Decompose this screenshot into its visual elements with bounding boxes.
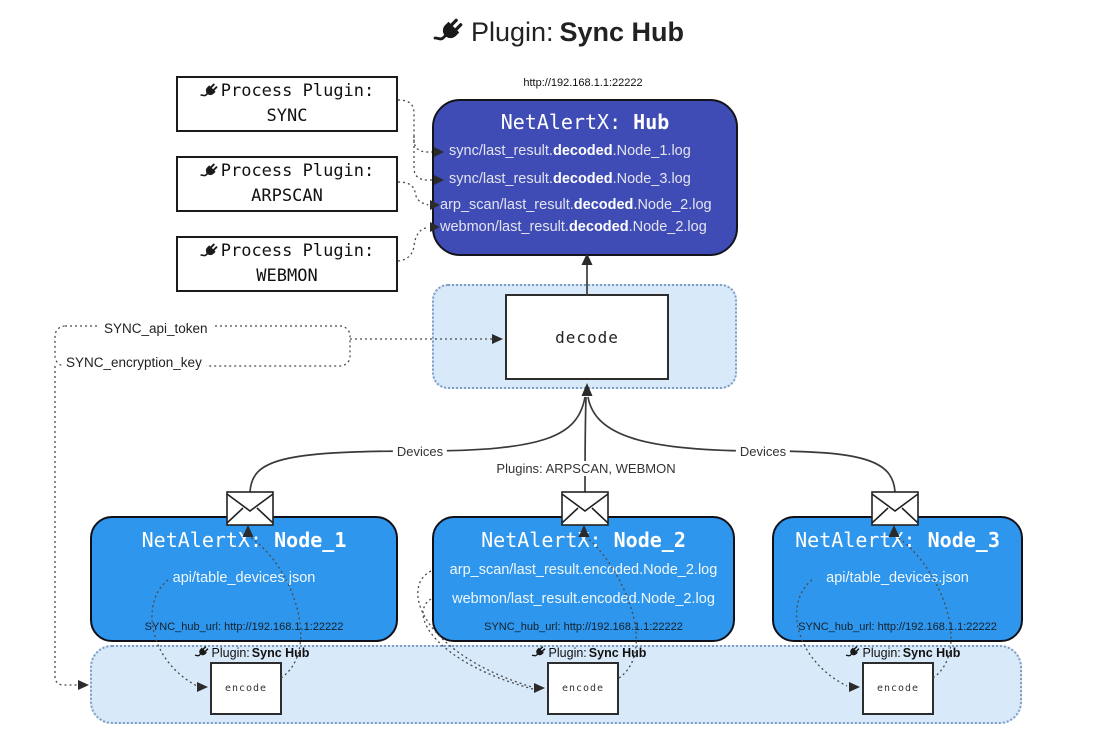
edge-config-to-encode-panel — [54, 366, 79, 686]
process-plugin-name: ARPSCAN — [251, 186, 323, 206]
node-file: arp_scan/last_result.encoded.Node_2.log — [449, 562, 718, 578]
encode-box: encode — [862, 662, 934, 715]
process-plugin-label: Process Plugin: — [220, 241, 375, 261]
encode-box: encode — [547, 662, 619, 715]
process-plugin-box-sync: Process Plugin: SYNC — [176, 76, 398, 132]
process-plugin-box-arpscan: Process Plugin: ARPSCAN — [176, 156, 398, 212]
edge-webmon-to-hub — [397, 226, 429, 262]
node-2-box: NetAlertX: Node_2 arp_scan/last_result.e… — [432, 516, 735, 642]
node-1-box: NetAlertX: Node_1 api/table_devices.json… — [90, 516, 398, 642]
hub-title-prefix: NetAlertX: — [500, 110, 622, 134]
title-name: Sync Hub — [559, 16, 685, 47]
node-file: webmon/last_result.encoded.Node_2.log — [452, 591, 715, 607]
plug-icon — [195, 645, 210, 660]
edge-label-devices-left: Devices — [392, 444, 448, 459]
edge-label-devices-right: Devices — [735, 444, 791, 459]
edge-label-plugins: Plugins: ARPSCAN, WEBMON — [492, 461, 680, 476]
plug-icon — [200, 242, 219, 261]
encode-plugin-label: Plugin: Sync Hub — [532, 645, 646, 660]
plug-icon — [200, 82, 219, 101]
hub-url: http://192.168.1.1:22222 — [523, 77, 643, 89]
hub-file-line: sync/last_result.decoded.Node_1.log — [449, 143, 691, 159]
encode-plugin-label: Plugin: Sync Hub — [195, 645, 309, 660]
process-plugin-label: Process Plugin: — [220, 161, 375, 181]
sync-encryption-key-label: SYNC_encryption_key — [62, 355, 206, 370]
node-title: NetAlertX: Node_2 — [481, 528, 686, 552]
encode-plugin-label: Plugin: Sync Hub — [846, 645, 960, 660]
node-title: NetAlertX: Node_1 — [141, 528, 347, 552]
plug-icon — [532, 645, 547, 660]
edge-sync-to-hub1 — [397, 99, 432, 153]
page-title: Plugin: Sync Hub — [0, 16, 1117, 53]
encode-box: encode — [210, 662, 282, 715]
decode-box: decode — [505, 294, 669, 380]
edge-sync-to-hub2 — [413, 136, 432, 181]
process-plugin-name: SYNC — [266, 106, 308, 126]
node-file: api/table_devices.json — [172, 570, 316, 586]
hub-title: NetAlertX: Hub — [434, 110, 736, 134]
hub-box: NetAlertX: Hub sync/last_result.decoded.… — [432, 99, 738, 256]
edge-node2-to-decode — [584, 396, 587, 493]
plug-icon — [200, 162, 219, 181]
hub-file-line: webmon/last_result.decoded.Node_2.log — [440, 219, 707, 235]
node-file: api/table_devices.json — [826, 570, 969, 586]
arrowhead — [78, 680, 89, 690]
node-hub-url: SYNC_hub_url: http://192.168.1.1:22222 — [798, 621, 997, 633]
node-hub-url: SYNC_hub_url: http://192.168.1.1:22222 — [144, 621, 344, 633]
plug-icon — [433, 16, 465, 48]
hub-title-name: Hub — [633, 110, 670, 134]
plug-icon — [846, 645, 861, 660]
hub-file-line: arp_scan/last_result.decoded.Node_2.log — [440, 197, 712, 213]
node-hub-url: SYNC_hub_url: http://192.168.1.1:22222 — [484, 621, 683, 633]
title-prefix: Plugin: — [470, 16, 554, 47]
node-title: NetAlertX: Node_3 — [795, 528, 1000, 552]
process-plugin-box-webmon: Process Plugin: WEBMON — [176, 236, 398, 292]
node-3-box: NetAlertX: Node_3 api/table_devices.json… — [772, 516, 1023, 642]
sync-api-token-label: SYNC_api_token — [100, 321, 212, 336]
process-plugin-label: Process Plugin: — [220, 81, 375, 101]
process-plugin-name: WEBMON — [256, 266, 318, 286]
edge-arpscan-to-hub — [397, 181, 429, 206]
hub-file-line: sync/last_result.decoded.Node_3.log — [449, 171, 691, 187]
